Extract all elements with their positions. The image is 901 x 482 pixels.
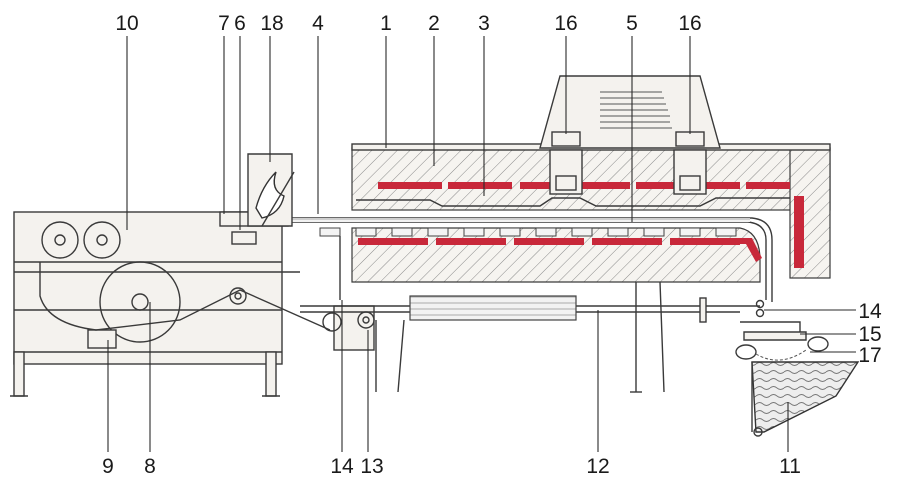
discharge-unit [735, 299, 860, 437]
lower-heating-elements [358, 238, 762, 262]
tensioner-unit [322, 236, 375, 351]
leader-lines [107, 36, 856, 452]
fan-left [549, 131, 583, 195]
label-15: 15 [858, 323, 881, 346]
label-12: 12 [586, 455, 609, 478]
feed-section [219, 153, 295, 245]
label-14-bottom: 14 [330, 455, 354, 478]
label-6: 6 [234, 12, 246, 35]
part-labels: 10 7 6 18 4 1 2 3 16 5 16 14 15 17 9 8 1… [102, 12, 882, 478]
label-9: 9 [102, 455, 114, 478]
label-16-right: 16 [678, 12, 701, 35]
flame-icon [255, 171, 285, 219]
label-2: 2 [428, 12, 440, 35]
label-1: 1 [380, 12, 392, 35]
label-13: 13 [360, 455, 383, 478]
label-7: 7 [218, 12, 230, 35]
label-10: 10 [115, 12, 138, 35]
exhaust-hood [539, 75, 721, 149]
label-14-right: 14 [858, 300, 882, 323]
label-16-left: 16 [554, 12, 577, 35]
belt-rollers [319, 227, 737, 237]
label-4: 4 [312, 12, 324, 35]
label-3: 3 [478, 12, 490, 35]
conveyor-belt [230, 217, 773, 302]
label-11: 11 [779, 455, 801, 478]
lower-oven-housing [319, 227, 762, 283]
drive-frame [10, 211, 331, 397]
label-5: 5 [626, 12, 638, 35]
label-18: 18 [260, 12, 283, 35]
label-8: 8 [144, 455, 156, 478]
label-17: 17 [858, 344, 881, 367]
return-conveyor [300, 281, 760, 393]
fan-right [673, 131, 707, 195]
upper-heating-elements [378, 182, 804, 268]
